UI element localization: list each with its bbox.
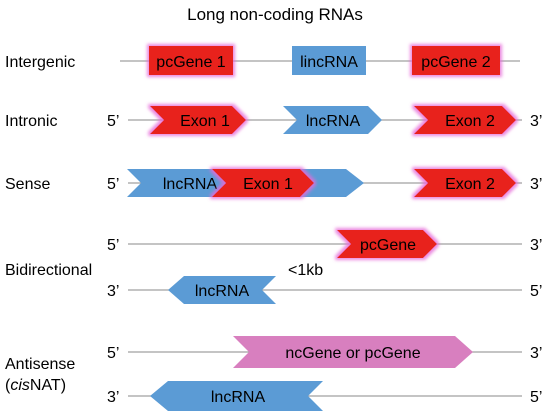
strand-5prime-end: 5’ xyxy=(530,389,542,406)
row-label-antisense: Antisense xyxy=(5,356,75,373)
feature-exon-2-arrow xyxy=(414,106,516,134)
strand-5prime-end: 5’ xyxy=(107,176,119,193)
row-intronic: Intronic 5’ 3’ Exon 1 lncRNA Exon 2 xyxy=(5,106,542,134)
strand-5prime-end: 5’ xyxy=(107,237,119,254)
feature-pcgene-1-box xyxy=(149,46,233,75)
feature-sense-exon-1-label: Exon 1 xyxy=(243,176,293,193)
diagram-title: Long non-coding RNAs xyxy=(187,5,363,24)
feature-sense-lncrna-label: lncRNA xyxy=(163,176,218,193)
feature-sense-exon-2-arrow xyxy=(414,169,516,197)
feature-lincrna-box xyxy=(292,46,366,75)
row-label-intergenic: Intergenic xyxy=(5,54,75,71)
row-label-cisnat: (cisNAT) xyxy=(5,377,66,394)
distance-annotation: <1kb xyxy=(288,262,323,279)
row-bidirectional: Bidirectional 5’ 3’ pcGene <1kb 3’ 5’ ln… xyxy=(5,230,542,304)
feature-bidirectional-lncrna: lncRNA xyxy=(168,276,276,304)
strand-3prime-end: 3’ xyxy=(530,345,542,362)
strand-3prime-end: 3’ xyxy=(107,389,119,406)
feature-exon-1: Exon 1 xyxy=(150,106,246,134)
feature-sense-exon-1: Exon 1 xyxy=(212,169,314,197)
feature-pcgene-1-label: pcGene 1 xyxy=(156,54,225,71)
strand-3prime-end: 3’ xyxy=(530,176,542,193)
feature-antisense-lncrna: lncRNA xyxy=(150,381,323,411)
feature-antisense-gene: ncGene or pcGene xyxy=(233,336,473,368)
feature-exon-2: Exon 2 xyxy=(414,106,516,134)
row-label-bidirectional: Bidirectional xyxy=(5,262,92,279)
feature-sense-exon-2: Exon 2 xyxy=(414,169,516,197)
feature-antisense-gene-label: ncGene or pcGene xyxy=(285,345,420,362)
feature-sense-exon-2-label: Exon 2 xyxy=(445,176,495,193)
feature-lincrna-label: lincRNA xyxy=(300,54,358,71)
strand-3prime-end: 3’ xyxy=(107,283,119,300)
feature-intronic-lncrna-label: lncRNA xyxy=(306,113,361,130)
row-label-sense: Sense xyxy=(5,176,50,193)
feature-exon-2-label: Exon 2 xyxy=(445,113,495,130)
row-label-intronic: Intronic xyxy=(5,113,57,130)
feature-intronic-lncrna: lncRNA xyxy=(283,106,382,134)
feature-pcgene-2-label: pcGene 2 xyxy=(421,54,490,71)
feature-pcgene-2-box xyxy=(412,46,500,75)
strand-3prime-end: 3’ xyxy=(530,113,542,130)
row-sense: Sense 5’ 3’ lncRNA Exon 1 Exon 2 xyxy=(5,169,542,197)
cisnat-open-paren: ( xyxy=(5,377,11,394)
strand-3prime-end: 3’ xyxy=(530,237,542,254)
strand-5prime-end: 5’ xyxy=(107,113,119,130)
strand-5prime-end: 5’ xyxy=(107,345,119,362)
strand-5prime-end: 5’ xyxy=(530,283,542,300)
feature-bidirectional-lncrna-arrow xyxy=(168,276,276,304)
feature-sense-exon-1-arrow xyxy=(212,169,314,197)
feature-bidirectional-lncrna-label: lncRNA xyxy=(195,283,250,300)
feature-intronic-lncrna-arrow xyxy=(283,106,382,134)
feature-pcgene-1: pcGene 1 xyxy=(149,46,233,75)
row-intergenic: Intergenic pcGene 1 lincRNA pcGene 2 xyxy=(5,46,520,75)
feature-antisense-gene-arrow xyxy=(233,336,473,368)
feature-antisense-lncrna-label: lncRNA xyxy=(211,389,266,406)
feature-exon-1-label: Exon 1 xyxy=(180,113,230,130)
feature-bidirectional-pcgene-arrow xyxy=(337,230,437,258)
cisnat-italic-cis: cis xyxy=(10,377,30,394)
feature-lincrna: lincRNA xyxy=(292,46,366,75)
feature-antisense-lncrna-arrow xyxy=(150,381,323,411)
feature-bidirectional-pcgene-label: pcGene xyxy=(360,237,416,254)
feature-pcgene-2: pcGene 2 xyxy=(412,46,500,75)
feature-bidirectional-pcgene: pcGene xyxy=(337,230,437,258)
cisnat-nat: NAT) xyxy=(30,377,66,394)
row-antisense: Antisense (cisNAT) 5’ 3’ ncGene or pcGen… xyxy=(5,336,542,411)
feature-exon-1-arrow xyxy=(150,106,246,134)
